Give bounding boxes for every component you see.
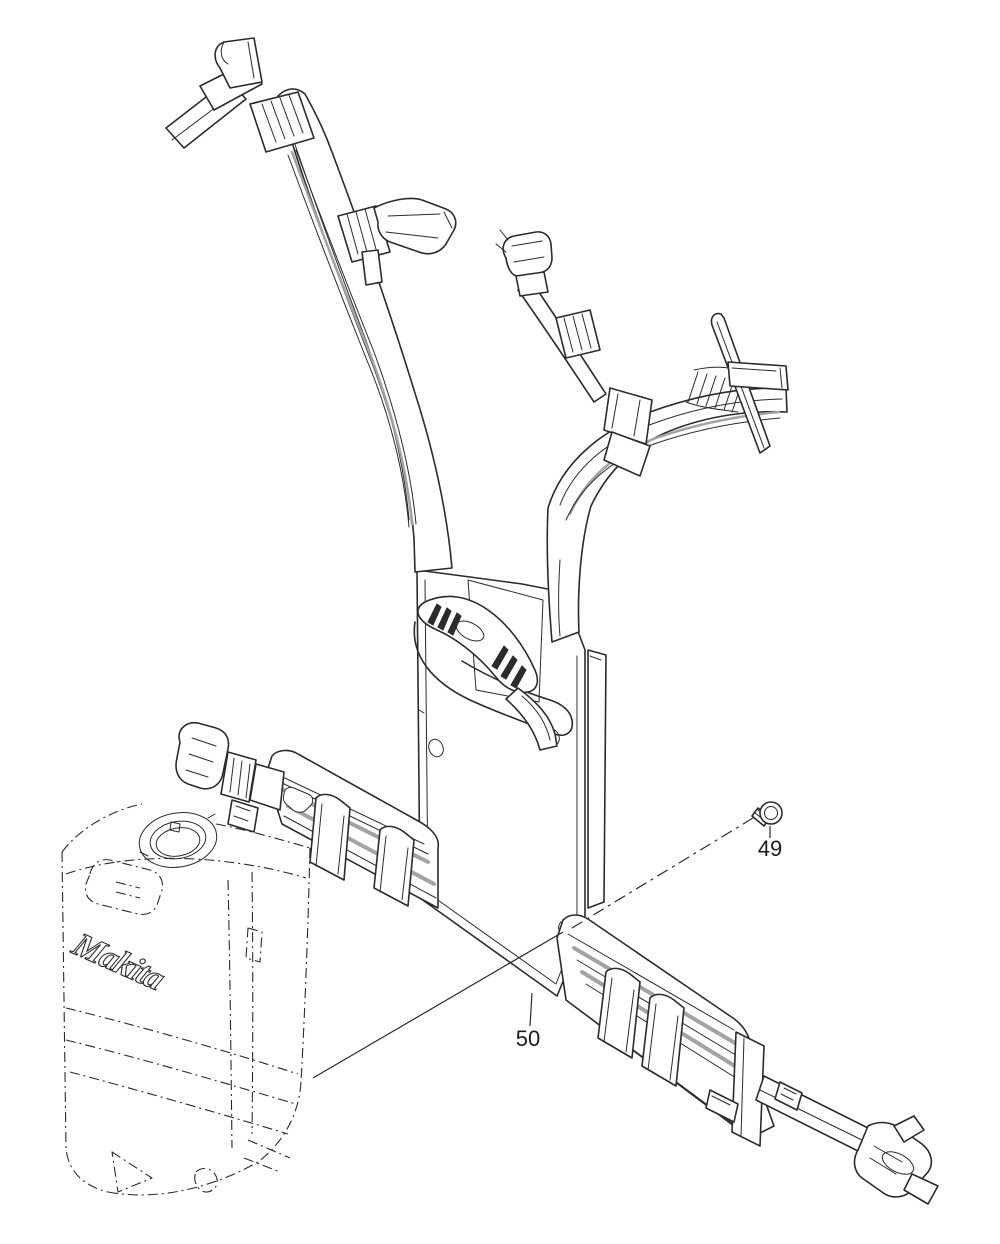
belt-loop (309, 793, 351, 881)
leader-line-50 (312, 931, 564, 1079)
leader-line-49 (571, 817, 771, 929)
left-chest-buckle (337, 197, 457, 286)
right-strap-side-bar (727, 361, 789, 391)
screw-part-49 (751, 801, 783, 827)
right-waist-strap (755, 1075, 873, 1155)
left-waist-pad (265, 749, 440, 909)
callout-label-50: 50 (516, 1026, 540, 1051)
right-chest-buckle (495, 229, 653, 477)
plate-hole (428, 738, 444, 758)
carry-handle (413, 595, 574, 751)
makita-logo-text: Makita (65, 926, 172, 998)
belt-loop (373, 825, 415, 907)
strap-clamp (731, 1031, 765, 1147)
brand-text: Makita (65, 926, 171, 997)
left-strap-anchor (165, 37, 263, 149)
callout-label-49: 49 (758, 836, 782, 861)
right-waist-buckle (853, 1115, 939, 1205)
left-waist-buckle (175, 721, 285, 833)
right-waist-pad (556, 914, 775, 1147)
right-shoulder-strap (495, 229, 789, 643)
tank-filler-ring (138, 812, 218, 868)
phantom-tank: Makita (61, 803, 311, 1196)
back-panel (587, 649, 607, 909)
belt-loop (597, 967, 641, 1059)
strap-slider (249, 91, 315, 153)
left-shoulder-strap (165, 37, 457, 573)
belt-loop (641, 993, 685, 1087)
